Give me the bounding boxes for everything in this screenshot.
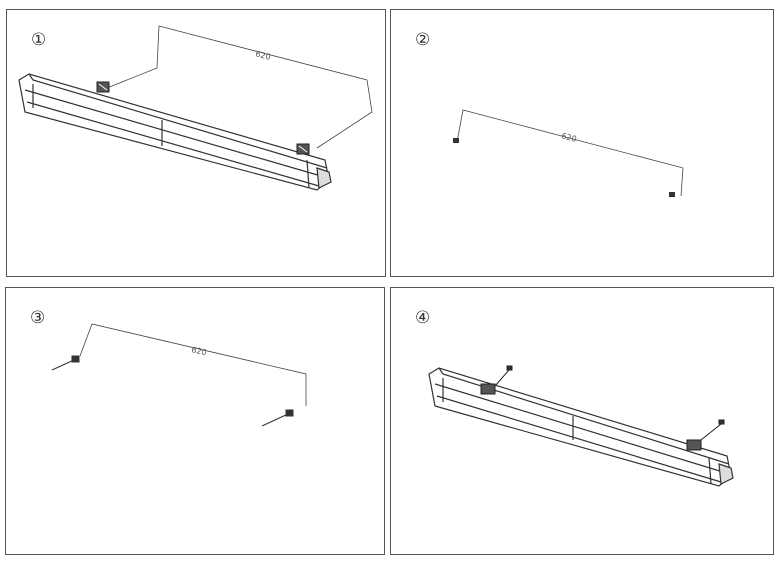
step-1-panel: ① 620 — [6, 9, 386, 277]
step-number: ① — [31, 30, 47, 50]
anchor-left — [453, 138, 459, 143]
dimension-line — [79, 323, 307, 406]
step-3-panel: ③ 620 — [5, 287, 385, 555]
step-1-drawing: 620 — [18, 25, 373, 191]
dimension-line — [456, 109, 684, 197]
dimension-line — [106, 25, 373, 149]
step-number: ③ — [30, 308, 46, 328]
step-2-drawing: 620 — [453, 109, 684, 197]
bracket-left — [480, 365, 513, 395]
step-3-drawing: 620 — [51, 323, 307, 427]
step-4-panel: ④ — [390, 287, 774, 555]
bracket-right — [296, 143, 310, 155]
dimension-label: 620 — [560, 131, 577, 144]
screw-left — [51, 355, 80, 371]
bar-body — [18, 73, 332, 191]
step-4-drawing — [428, 365, 734, 487]
dimension-label: 620 — [191, 345, 208, 357]
step-number: ④ — [415, 308, 431, 328]
bracket-left — [96, 81, 110, 93]
step-2-panel: ② 620 — [390, 9, 774, 277]
dimension-label: 620 — [254, 49, 271, 62]
anchor-right — [669, 192, 675, 197]
bar-body — [428, 367, 734, 487]
bracket-right — [686, 419, 725, 451]
screw-right — [261, 409, 294, 427]
step-number: ② — [415, 30, 431, 50]
